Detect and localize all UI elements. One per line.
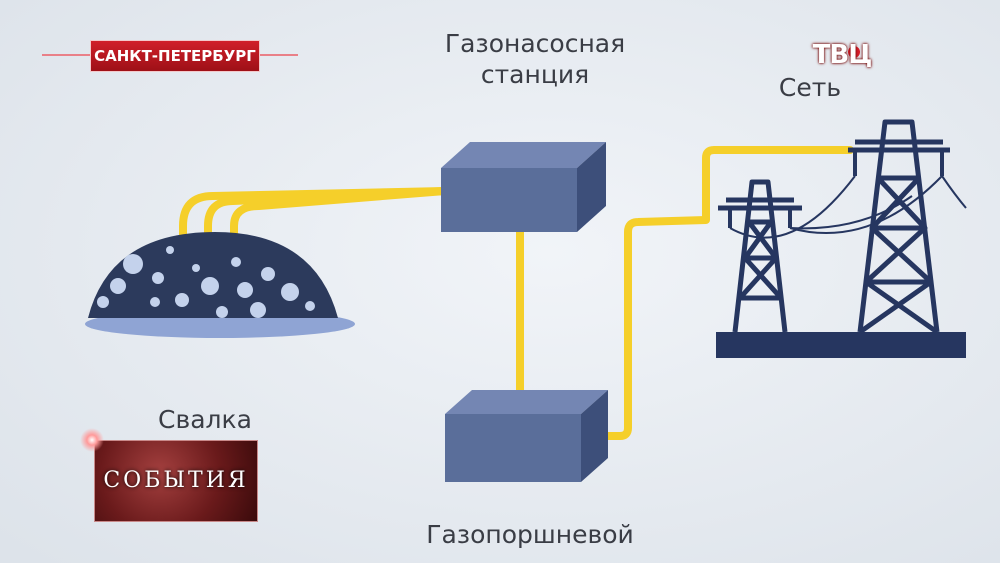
pipe-3 xyxy=(230,187,449,270)
pump-station-label: Газонасосная станция xyxy=(444,29,626,89)
banner-line-right xyxy=(258,54,298,56)
generator-box-icon xyxy=(445,390,608,482)
banner-line-left xyxy=(42,54,90,56)
channel-logo: ТВЦ xyxy=(812,40,873,70)
pipe-generator-network xyxy=(591,146,854,440)
logo-dot xyxy=(848,46,860,58)
sparkle-icon xyxy=(80,428,104,452)
pump-station-box-icon xyxy=(441,142,606,232)
landfill-mound-icon xyxy=(85,232,355,338)
gas-pipes xyxy=(179,146,854,440)
program-logo: СОБЫТИЯ xyxy=(94,440,258,522)
power-tower-icon xyxy=(716,119,967,358)
generator-label: Газопоршневой xyxy=(426,520,634,549)
pipe-2 xyxy=(204,187,449,270)
network-label: Сеть xyxy=(778,73,842,102)
pipe-1 xyxy=(179,187,449,270)
landfill-label: Свалка xyxy=(158,405,252,434)
location-banner: САНКТ-ПЕТЕРБУРГ xyxy=(90,40,260,72)
program-name: СОБЫТИЯ xyxy=(103,468,249,493)
